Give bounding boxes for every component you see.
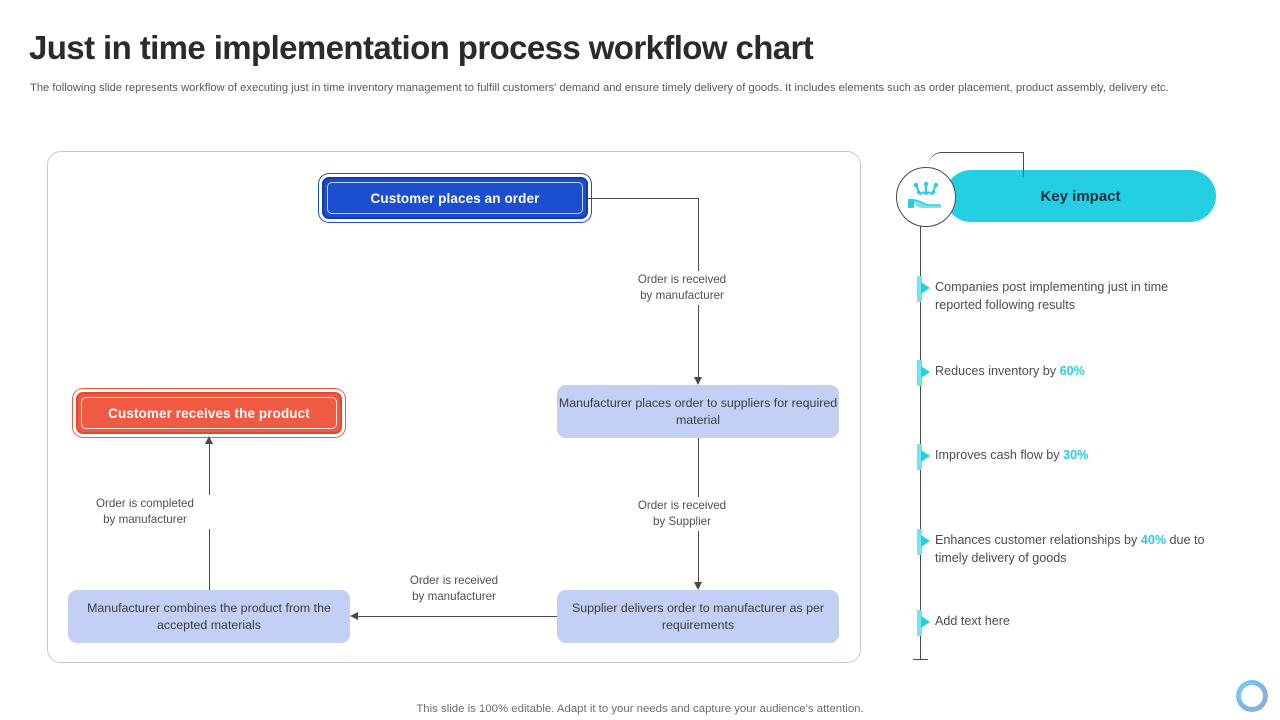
- workflow-diagram-panel: Customer places an order Manufacturer pl…: [47, 151, 861, 663]
- connector-label-supplier-to-manufacturer: Order is received by manufacturer: [394, 572, 514, 606]
- flow-node-customer-places-order[interactable]: Customer places an order: [322, 177, 588, 219]
- key-impact-item-2: Reduces inventory by 60%: [917, 360, 1217, 386]
- connector-supplier-to-manufacturer-horizontal: [358, 616, 557, 617]
- page-subtitle: The following slide represents workflow …: [30, 82, 1169, 94]
- key-impact-item-text: Improves cash flow by 30%: [935, 448, 1089, 462]
- key-impact-item-text: Companies post implementing just in time…: [935, 280, 1169, 312]
- flow-node-label: Supplier delivers order to manufacturer …: [571, 601, 825, 632]
- key-impact-connector-hook: [928, 152, 1024, 177]
- brand-logo: [1236, 680, 1268, 712]
- key-impact-item-3: Improves cash flow by 30%: [917, 444, 1217, 470]
- bullet-arrow-icon: [917, 360, 931, 386]
- connector-label-order-completed: Order is completed by manufacturer: [80, 495, 210, 529]
- connector-order-to-manufacturer-horizontal: [588, 198, 698, 199]
- key-impact-item-text: Reduces inventory by 60%: [935, 364, 1085, 378]
- flow-node-label: Manufacturer combines the product from t…: [87, 601, 331, 632]
- bullet-arrow-icon: [917, 276, 931, 302]
- logo-inner-circle: [1241, 685, 1263, 707]
- key-impact-item-1: Companies post implementing just in time…: [917, 276, 1217, 314]
- connector-label-order-to-supplier: Order is received by Supplier: [622, 497, 742, 531]
- key-impact-spine: [920, 225, 921, 660]
- arrowhead-left-icon: [350, 611, 358, 620]
- flow-node-manufacturer-places-order[interactable]: Manufacturer places order to suppliers f…: [557, 385, 839, 438]
- key-impact-title: Key impact: [1040, 187, 1121, 205]
- arrowhead-down-icon: [693, 582, 702, 590]
- key-impact-item-text: Enhances customer relationships by 40% d…: [935, 533, 1205, 565]
- key-impact-item-4: Enhances customer relationships by 40% d…: [917, 529, 1217, 567]
- bullet-arrow-icon: [917, 444, 931, 470]
- key-impact-badge: [896, 167, 956, 227]
- flow-node-label: Manufacturer places order to suppliers f…: [558, 396, 838, 427]
- arrowhead-down-icon: [693, 377, 702, 385]
- flow-node-manufacturer-combines-product[interactable]: Manufacturer combines the product from t…: [68, 590, 350, 643]
- key-impact-header: Key impact: [945, 170, 1216, 222]
- key-impact-item-text: Add text here: [935, 614, 1010, 628]
- flow-node-supplier-delivers-order[interactable]: Supplier delivers order to manufacturer …: [557, 590, 839, 643]
- arrowhead-up-icon: [204, 436, 213, 444]
- hand-with-arrows-icon: [908, 181, 942, 208]
- page-title: Just in time implementation process work…: [29, 29, 814, 66]
- footer-note: This slide is 100% editable. Adapt it to…: [416, 703, 864, 715]
- bullet-arrow-icon: [917, 610, 931, 636]
- bullet-arrow-icon: [917, 529, 931, 555]
- flow-node-label: Customer receives the product: [108, 405, 310, 421]
- connector-label-order-to-manufacturer: Order is received by manufacturer: [622, 271, 742, 305]
- flow-node-label: Customer places an order: [370, 190, 540, 206]
- key-impact-item-5[interactable]: Add text here: [917, 610, 1217, 636]
- flow-node-customer-receives-product[interactable]: Customer receives the product: [76, 392, 342, 434]
